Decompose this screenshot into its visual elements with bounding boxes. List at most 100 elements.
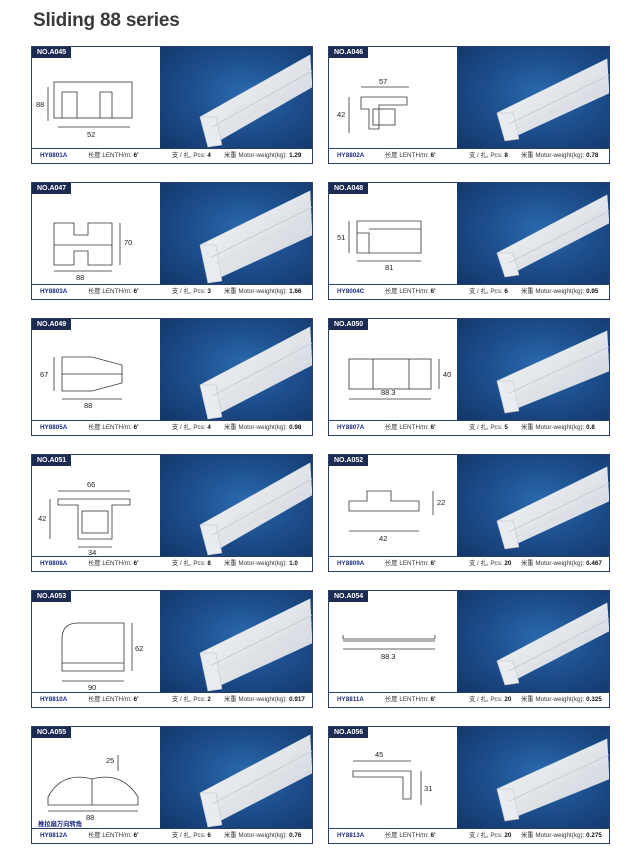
weight-spec: 米重 Motor-weight(kg): 0.325 [521, 696, 602, 703]
product-number-badge: NO.A045 [32, 47, 72, 58]
dimension-label: 25 [106, 756, 114, 765]
product-info-bar: HY8811A 长度 LENTH/m: 6' 支 / 扎, Pcs: 20 米重… [329, 692, 609, 707]
profile-photo [160, 591, 312, 695]
dimension-label: 67 [40, 370, 48, 379]
model-number: HY8809A [337, 560, 365, 567]
page-title: Sliding 88 series [33, 10, 180, 31]
pcs-spec: 支 / 扎, Pcs: 6 [172, 832, 211, 839]
profile-photo [457, 47, 609, 151]
pcs-spec: 支 / 扎, Pcs: 20 [469, 832, 512, 839]
length-spec: 长度 LENTH/m: 6' [385, 560, 436, 567]
product-info-bar: HY8809A 长度 LENTH/m: 6' 支 / 扎, Pcs: 20 米重… [329, 556, 609, 571]
dimension-label: 52 [87, 130, 95, 139]
dimension-label: 51 [337, 233, 345, 242]
weight-spec: 米重 Motor-weight(kg): 0.78 [521, 152, 599, 159]
dimension-label: 88 [86, 813, 94, 822]
profile-drawing: 57 42 [329, 47, 457, 151]
product-info-bar: HY8802A 长度 LENTH/m: 6' 支 / 扎, Pcs: 8 米重 … [329, 148, 609, 163]
length-spec: 长度 LENTH/m: 6' [88, 832, 139, 839]
product-number-badge: NO.A055 [32, 727, 72, 738]
product-number-badge: NO.A054 [329, 591, 369, 602]
dimension-label: 42 [379, 534, 387, 543]
dimension-label: 88 [84, 401, 92, 410]
profile-drawing: 66 42 34 [32, 455, 160, 559]
product-number-badge: NO.A047 [32, 183, 72, 194]
weight-spec: 米重 Motor-weight(kg): 0.98 [224, 424, 302, 431]
profile-drawing: 67 88 [32, 319, 160, 423]
product-number-badge: NO.A056 [329, 727, 369, 738]
product-card: 70 88 NO.A047 HY8803A 长度 LENTH/m: 6' 支 / … [31, 182, 313, 300]
length-spec: 长度 LENTH/m: 6' [88, 288, 139, 295]
product-info-bar: HY8004C 长度 LENTH/m: 6' 支 / 扎, Pcs: 6 米重 … [329, 284, 609, 299]
dimension-label: 31 [424, 784, 432, 793]
pcs-spec: 支 / 扎, Pcs: 2 [172, 696, 211, 703]
pcs-spec: 支 / 扎, Pcs: 5 [469, 424, 508, 431]
product-number-badge: NO.A053 [32, 591, 72, 602]
model-number: HY8803A [40, 288, 68, 295]
pcs-spec: 支 / 扎, Pcs: 8 [172, 560, 211, 567]
dimension-label: 42 [38, 514, 46, 523]
model-number: HY8807A [337, 424, 365, 431]
weight-spec: 米重 Motor-weight(kg): 0.275 [521, 832, 602, 839]
profile-drawing: 88.3 [329, 591, 457, 695]
dimension-label: 66 [87, 480, 95, 489]
dimension-label: 81 [385, 263, 393, 272]
profile-drawing: 22 42 [329, 455, 457, 559]
product-info-bar: HY8807A 长度 LENTH/m: 6' 支 / 扎, Pcs: 5 米重 … [329, 420, 609, 435]
product-number-badge: NO.A051 [32, 455, 72, 466]
dimension-label: 90 [88, 683, 96, 692]
dimension-label: 34 [88, 548, 96, 557]
product-card: 22 42 NO.A052 HY8809A 长度 LENTH/m: 6' 支 / … [328, 454, 610, 572]
product-info-bar: HY8803A 长度 LENTH/m: 6' 支 / 扎, Pcs: 3 米重 … [32, 284, 312, 299]
product-card: 51 81 NO.A048 HY8004C 长度 LENTH/m: 6' 支 / … [328, 182, 610, 300]
weight-spec: 米重 Motor-weight(kg): 0.917 [224, 696, 305, 703]
length-spec: 长度 LENTH/m: 6' [385, 152, 436, 159]
model-number: HY8801A [40, 152, 68, 159]
profile-photo [160, 47, 312, 151]
model-number: HY8812A [40, 832, 68, 839]
model-number: HY8802A [337, 152, 365, 159]
profile-photo [457, 319, 609, 423]
profile-photo [457, 591, 609, 695]
profile-drawing: 70 88 [32, 183, 160, 287]
dimension-label: 88 [76, 273, 84, 282]
profile-photo [457, 455, 609, 559]
model-number: HY8810A [40, 696, 68, 703]
model-number: HY8004C [337, 288, 365, 295]
dimension-label: 88 [36, 100, 44, 109]
dimension-label: 70 [124, 238, 132, 247]
dimension-label: 57 [379, 77, 387, 86]
pcs-spec: 支 / 扎, Pcs: 8 [469, 152, 508, 159]
product-subtitle: 推拉扇万向转角 [38, 821, 83, 828]
length-spec: 长度 LENTH/m: 6' [385, 424, 436, 431]
product-info-bar: HY8801A 长度 LENTH/m: 6' 支 / 扎, Pcs: 4 米重 … [32, 148, 312, 163]
model-number: HY8805A [40, 424, 68, 431]
length-spec: 长度 LENTH/m: 6' [385, 288, 436, 295]
profile-drawing: 51 81 [329, 183, 457, 287]
profile-photo [160, 319, 312, 423]
pcs-spec: 支 / 扎, Pcs: 3 [172, 288, 211, 295]
product-card: 52 88 NO.A045 HY8801A 长度 LENTH/m: 6' 支 / … [31, 46, 313, 164]
dimension-label: 42 [337, 110, 345, 119]
dimension-label: 22 [437, 498, 445, 507]
weight-spec: 米重 Motor-weight(kg): 1.29 [224, 152, 302, 159]
product-info-bar: HY8805A 长度 LENTH/m: 6' 支 / 扎, Pcs: 4 米重 … [32, 420, 312, 435]
dimension-label: 40 [443, 370, 451, 379]
profile-drawing: 52 88 [32, 47, 160, 151]
weight-spec: 米重 Motor-weight(kg): 0.467 [521, 560, 602, 567]
product-number-badge: NO.A048 [329, 183, 369, 194]
profile-drawing: 88 25 [32, 727, 160, 831]
product-number-badge: NO.A052 [329, 455, 369, 466]
weight-spec: 米重 Motor-weight(kg): 1.66 [224, 288, 302, 295]
length-spec: 长度 LENTH/m: 6' [88, 696, 139, 703]
product-info-bar: HY8810A 长度 LENTH/m: 6' 支 / 扎, Pcs: 2 米重 … [32, 692, 312, 707]
pcs-spec: 支 / 扎, Pcs: 4 [172, 424, 211, 431]
product-number-badge: NO.A046 [329, 47, 369, 58]
length-spec: 长度 LENTH/m: 6' [385, 696, 436, 703]
